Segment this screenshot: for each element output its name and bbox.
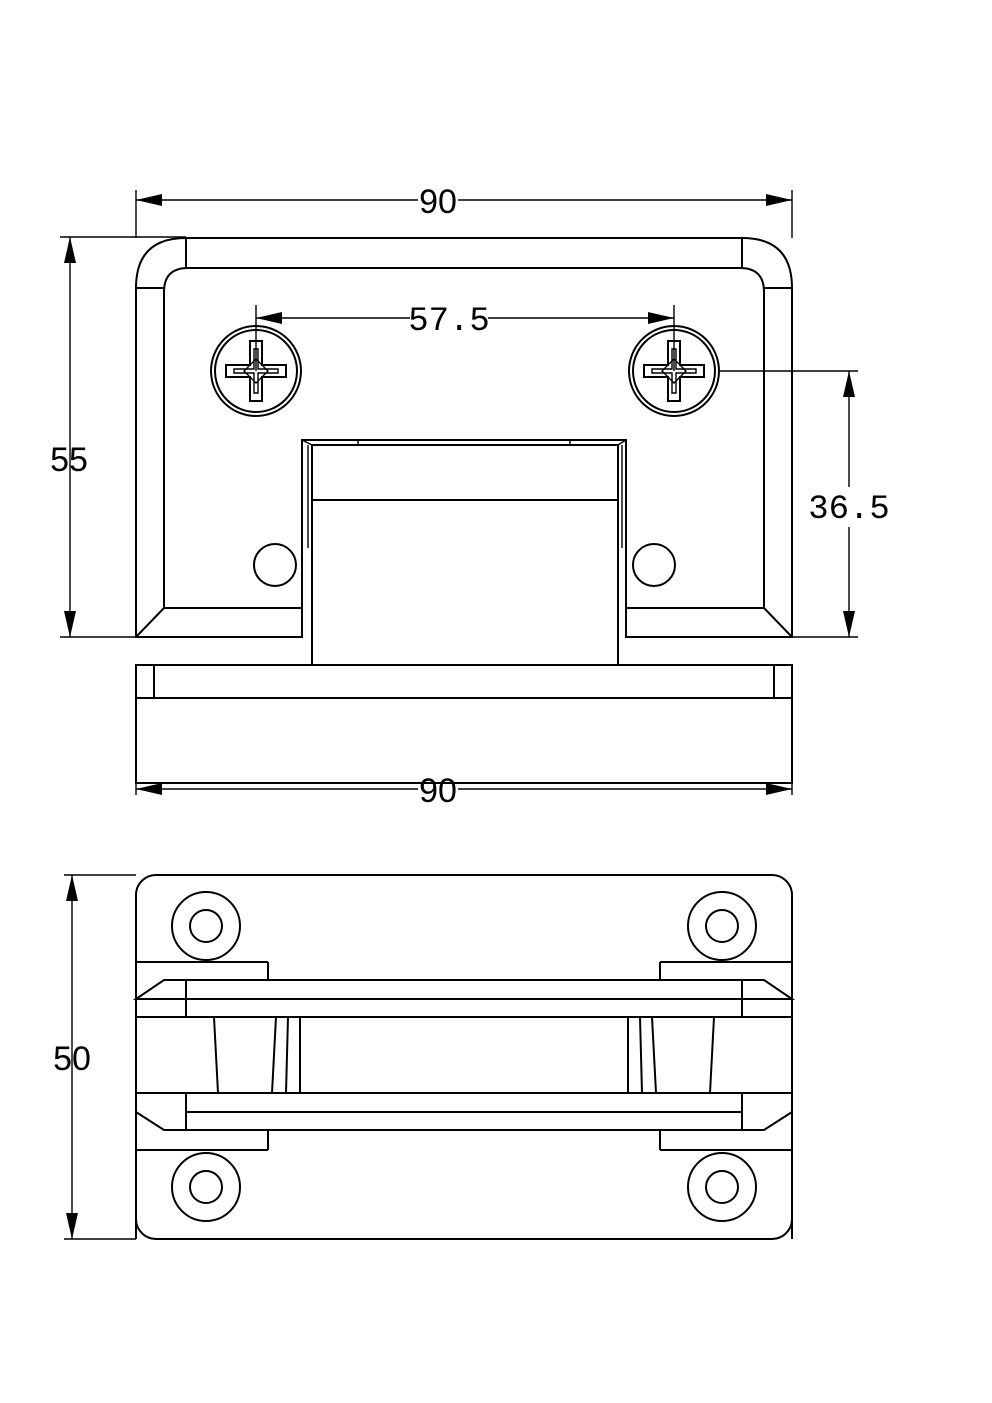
mount-hole-top-right bbox=[687, 891, 757, 961]
front-body-outline bbox=[135, 237, 793, 638]
mount-hole-top-left bbox=[171, 891, 241, 961]
dim-label-screw-height: 36.5 bbox=[808, 491, 890, 529]
top-view-outline bbox=[135, 874, 793, 1240]
dimension-bottom-width: 90 bbox=[135, 772, 793, 810]
dim-label-screw-spacing: 57.5 bbox=[408, 303, 490, 341]
front-body-bevel bbox=[163, 267, 765, 609]
dim-label-top-width: 90 bbox=[419, 183, 457, 221]
dim-label-bottom-width: 90 bbox=[419, 772, 457, 810]
dimension-depth: 50 bbox=[53, 874, 136, 1240]
top-view bbox=[132, 874, 796, 1240]
dimension-top-width: 90 bbox=[135, 183, 793, 238]
hinge-knuckle bbox=[311, 444, 619, 666]
mount-hole-bottom-right bbox=[687, 1152, 757, 1222]
base-plate bbox=[135, 664, 793, 784]
dim-label-height: 55 bbox=[50, 441, 88, 479]
small-hole-left bbox=[253, 543, 297, 587]
mount-hole-bottom-left bbox=[171, 1152, 241, 1222]
dim-label-depth: 50 bbox=[53, 1040, 91, 1078]
dimension-height-left: 55 bbox=[50, 236, 186, 638]
dimension-screw-spacing: 57.5 bbox=[255, 303, 675, 371]
dimension-screw-height: 36.5 bbox=[719, 370, 890, 638]
small-hole-right bbox=[632, 543, 676, 587]
